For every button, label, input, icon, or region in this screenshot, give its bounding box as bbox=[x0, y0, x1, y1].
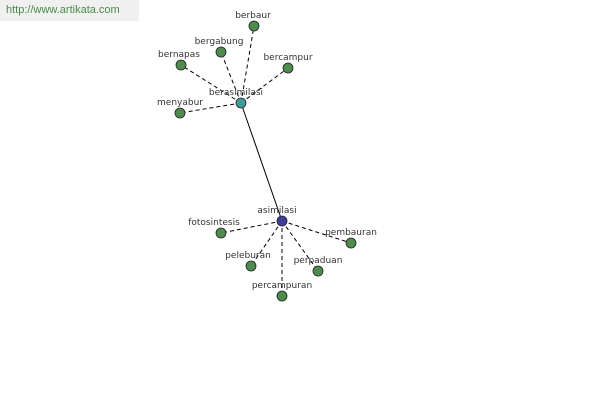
node-label-menyabur[interactable]: menyabur bbox=[157, 98, 203, 108]
node-perpaduan[interactable] bbox=[312, 265, 324, 277]
node-fotosintesis[interactable] bbox=[215, 227, 227, 239]
node-label-peleburan[interactable]: peleburan bbox=[225, 251, 271, 261]
edge-asimilasi-peleburan bbox=[250, 220, 283, 267]
node-berbaur[interactable] bbox=[248, 20, 260, 32]
node-menyabur[interactable] bbox=[174, 107, 186, 119]
node-label-berasimilasi[interactable]: berasimilasi bbox=[209, 88, 263, 98]
node-label-percampuran[interactable]: percampuran bbox=[252, 281, 312, 291]
node-label-asimilasi[interactable]: asimilasi bbox=[257, 206, 296, 216]
edge-asimilasi-perpaduan bbox=[281, 220, 319, 272]
nodes-layer bbox=[174, 20, 357, 302]
edge-asimilasi-berasimilasi bbox=[240, 102, 283, 222]
node-label-bercampur[interactable]: bercampur bbox=[263, 53, 312, 63]
node-asimilasi[interactable] bbox=[276, 215, 288, 227]
node-pembauran[interactable] bbox=[345, 237, 357, 249]
node-label-fotosintesis[interactable]: fotosintesis bbox=[188, 218, 240, 228]
edge-berasimilasi-bergabung bbox=[220, 51, 242, 104]
node-bercampur[interactable] bbox=[282, 62, 294, 74]
node-label-bernapas[interactable]: bernapas bbox=[158, 50, 200, 60]
node-berasimilasi[interactable] bbox=[235, 97, 247, 109]
node-peleburan[interactable] bbox=[245, 260, 257, 272]
node-bergabung[interactable] bbox=[215, 46, 227, 58]
edge-berasimilasi-berbaur bbox=[240, 25, 255, 104]
node-label-pembauran[interactable]: pembauran bbox=[325, 228, 377, 238]
node-label-berbaur[interactable]: berbaur bbox=[235, 11, 271, 21]
labels-layer: asimilasi berasimilasi berbaur bergabung ber… bbox=[157, 11, 377, 291]
edge-berasimilasi-bernapas bbox=[180, 64, 242, 104]
edge-asimilasi-fotosintesis bbox=[220, 220, 283, 234]
watermark-url[interactable]: http://www.artikata.com bbox=[0, 0, 139, 21]
node-label-bergabung[interactable]: bergabung bbox=[195, 37, 244, 47]
edge-berasimilasi-bercampur bbox=[240, 67, 289, 104]
node-bernapas[interactable] bbox=[175, 59, 187, 71]
node-percampuran[interactable] bbox=[276, 290, 288, 302]
edge-asimilasi-pembauran bbox=[281, 220, 352, 244]
node-label-perpaduan[interactable]: perpaduan bbox=[294, 256, 343, 266]
edge-berasimilasi-menyabur bbox=[179, 102, 242, 114]
edges-layer bbox=[179, 25, 352, 296]
